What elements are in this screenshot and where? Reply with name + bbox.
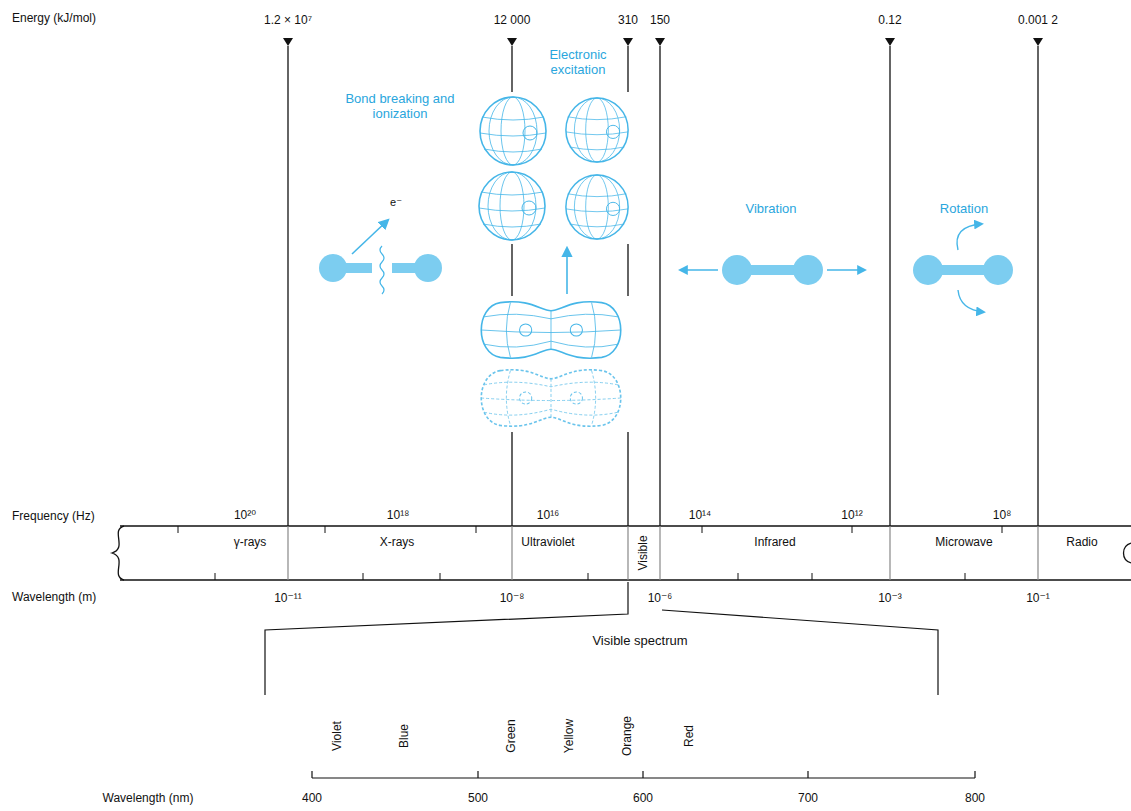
energy-value: 310	[618, 14, 638, 28]
wavelength-value: 10⁻⁶	[648, 592, 673, 606]
bond-breaking-figure	[319, 220, 442, 294]
orbital-figure	[479, 97, 628, 426]
nm-axis	[312, 771, 975, 778]
process-label: Bond breaking and ionization	[340, 92, 460, 122]
zoom-bracket	[265, 582, 938, 695]
axis-title: Wavelength (m)	[12, 591, 96, 605]
band-name: γ-rays	[234, 536, 267, 550]
band-name: Visible	[637, 535, 651, 570]
wavelength-value: 10⁻⁸	[500, 592, 525, 606]
nm-value: 800	[965, 792, 985, 806]
electron-label: e⁻	[390, 196, 402, 209]
axis-title: Energy (kJ/mol)	[12, 12, 96, 26]
band-name: X-rays	[380, 536, 415, 550]
wavelength-value: 10⁻³	[878, 592, 902, 606]
color-name: Orange	[621, 716, 635, 756]
color-name: Blue	[398, 724, 412, 748]
spectrum-band-bar: γ-rays X-rays Ultraviolet Visible Infrared Mi…	[118, 526, 1131, 580]
energy-marker	[283, 38, 1043, 46]
axis-title: Wavelength (nm)	[103, 792, 194, 806]
band-name: Ultraviolet	[521, 536, 574, 550]
band-name: Microwave	[935, 536, 992, 550]
energy-value: 0.001 2	[1018, 14, 1058, 28]
band-name: Infrared	[754, 536, 795, 550]
wavelength-value: 10⁻¹¹	[274, 592, 302, 606]
process-label: Rotation	[940, 202, 988, 217]
color-name: Red	[683, 725, 697, 747]
band-name: Radio	[1066, 536, 1097, 550]
color-name: Green	[505, 719, 519, 752]
nm-value: 500	[468, 792, 488, 806]
axis-title: Frequency (Hz)	[12, 510, 95, 524]
nm-value: 600	[633, 792, 653, 806]
rotation-figure	[913, 224, 1013, 312]
frequency-value: 10¹²	[841, 509, 862, 523]
section-title: Visible spectrum	[592, 634, 687, 649]
color-name: Yellow	[563, 719, 577, 753]
vibration-figure	[680, 255, 865, 285]
frequency-value: 10¹⁶	[537, 509, 559, 523]
frequency-value: 10⁸	[993, 509, 1011, 523]
frequency-value: 10²⁰	[234, 509, 256, 523]
spectrum-bar	[112, 526, 1131, 580]
nm-value: 400	[302, 792, 322, 806]
frequency-value: 10¹⁸	[387, 509, 409, 523]
energy-value: 0.12	[878, 14, 901, 28]
energy-boundary-line	[288, 46, 1038, 526]
energy-value: 12 000	[494, 14, 531, 28]
process-label: Vibration	[745, 202, 796, 217]
wavelength-value: 10⁻¹	[1026, 592, 1050, 606]
nm-value: 700	[798, 792, 818, 806]
color-name: Violet	[331, 721, 345, 751]
process-label: Electronic excitation	[535, 48, 621, 78]
frequency-value: 10¹⁴	[689, 509, 712, 523]
energy-value: 150	[650, 14, 670, 28]
energy-value: 1.2 × 10⁷	[264, 14, 312, 28]
